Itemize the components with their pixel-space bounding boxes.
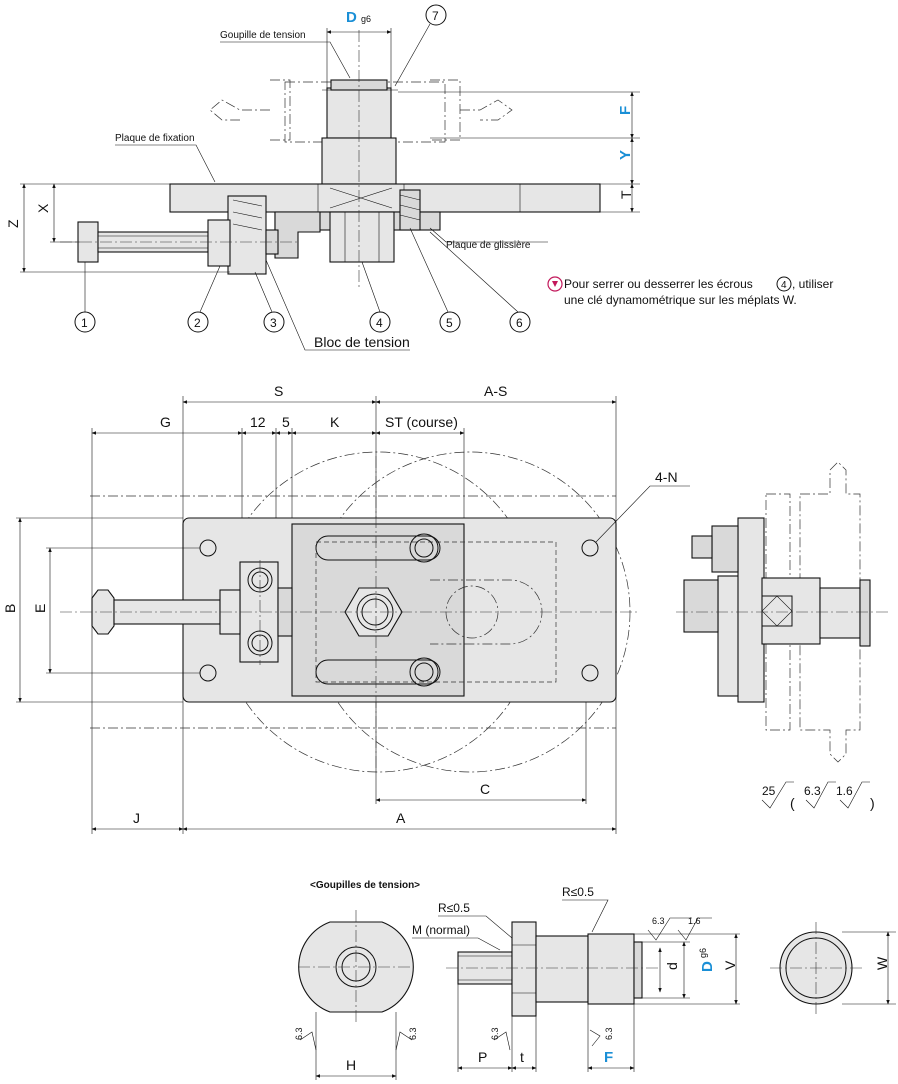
dim-D-top-sub: g6 xyxy=(361,14,371,24)
pin-dim-D: D xyxy=(699,961,716,972)
dim-B: B xyxy=(2,604,18,613)
note-line1: Pour serrer ou desserrer les écrous xyxy=(564,277,753,291)
callout-5: 5 xyxy=(446,316,453,330)
dim-A-S: A-S xyxy=(484,383,507,399)
pin-body xyxy=(535,935,589,1003)
callout-1: 1 xyxy=(81,316,88,330)
pin-dim-P: P xyxy=(478,1049,487,1065)
pin-m-label: M (normal) xyxy=(412,923,470,937)
pin-hex xyxy=(511,921,537,1017)
note-line1-end: , utiliser xyxy=(792,277,833,291)
pin-r-left: R≤0.5 xyxy=(438,901,470,915)
pin-dim-d: d xyxy=(664,962,680,970)
pins-section: <Goupilles de tension> H 6.3 6.3 R≤0.5 M… xyxy=(294,880,896,1080)
plan-view: S A-S G 12 5 K ST (course) 4-N B E C J A xyxy=(2,383,690,834)
phantom-left-lug xyxy=(209,79,291,141)
dim-T-top: T xyxy=(618,190,634,199)
roughness-symbols: 25 ( 6.3 1.6 ) xyxy=(761,781,875,811)
callout-2: 2 xyxy=(194,316,201,330)
rough-paren-open: ( xyxy=(790,795,795,811)
pin-dim-V: V xyxy=(722,960,738,970)
pin-rough-63: 6.3 xyxy=(652,916,665,926)
callout-4: 4 xyxy=(376,316,383,330)
pin-dim-W: W xyxy=(874,956,890,970)
pin-rough-c: 6.3 xyxy=(490,1027,500,1040)
dim-J: J xyxy=(133,810,140,826)
pin-rough-a: 6.3 xyxy=(294,1027,304,1040)
pin-dim-D-sub: g6 xyxy=(698,948,708,958)
nut-2 xyxy=(207,219,231,267)
pin-dim-t: t xyxy=(520,1049,524,1065)
rough-25: 25 xyxy=(762,784,776,798)
dim-K: K xyxy=(330,414,340,430)
nut-4 xyxy=(329,211,395,263)
dim-4-N: 4-N xyxy=(655,469,678,485)
pin-r-right: R≤0.5 xyxy=(562,885,594,899)
note-ref: 4 xyxy=(781,280,787,291)
callout-7: 7 xyxy=(432,9,439,23)
pin-rough-b: 6.3 xyxy=(408,1027,418,1040)
dim-ST: ST (course) xyxy=(385,414,458,430)
pin-dim-H: H xyxy=(346,1057,356,1073)
dim-G: G xyxy=(160,414,171,430)
slide-plate-label: Plaque de glissière xyxy=(446,240,531,251)
side-base-plate xyxy=(737,517,765,703)
tension-block xyxy=(227,195,267,275)
dim-S: S xyxy=(274,383,283,399)
tension-block-label: Bloc de tension xyxy=(314,334,410,350)
pins-title: <Goupilles de tension> xyxy=(310,880,420,891)
dim-A: A xyxy=(396,810,406,826)
rough-6-3: 6.3 xyxy=(804,784,821,798)
note-line2: une clé dynamométrique sur les méplats W… xyxy=(564,293,797,307)
dim-X: X xyxy=(35,203,51,213)
fixing-plate-label: Plaque de fixation xyxy=(115,133,195,144)
side-slide-block xyxy=(761,577,821,645)
dim-F-top: F xyxy=(617,106,634,115)
pin-rough-d: 6.3 xyxy=(604,1027,614,1040)
callout-3: 3 xyxy=(270,316,277,330)
dim-E: E xyxy=(32,604,48,613)
top-section-view: F Y T Z X D g6 Goupille de tension Plaqu… xyxy=(5,4,833,351)
dim-D-top: D xyxy=(346,9,357,26)
pin-label: Goupille de tension xyxy=(220,30,306,41)
pin-rough-16: 1.6 xyxy=(688,916,701,926)
pin-dim-F: F xyxy=(604,1049,613,1066)
dim-12: 12 xyxy=(250,414,266,430)
dim-Y-top: Y xyxy=(617,150,634,160)
callout-6: 6 xyxy=(516,316,523,330)
side-view xyxy=(676,461,890,763)
dim-C: C xyxy=(480,781,490,797)
dim-Z: Z xyxy=(5,219,21,228)
rough-1-6: 1.6 xyxy=(836,784,853,798)
rough-paren-close: ) xyxy=(870,795,875,811)
pin-shoulder xyxy=(587,933,635,1005)
phantom-right-lug xyxy=(430,79,513,141)
dim-5: 5 xyxy=(282,414,290,430)
